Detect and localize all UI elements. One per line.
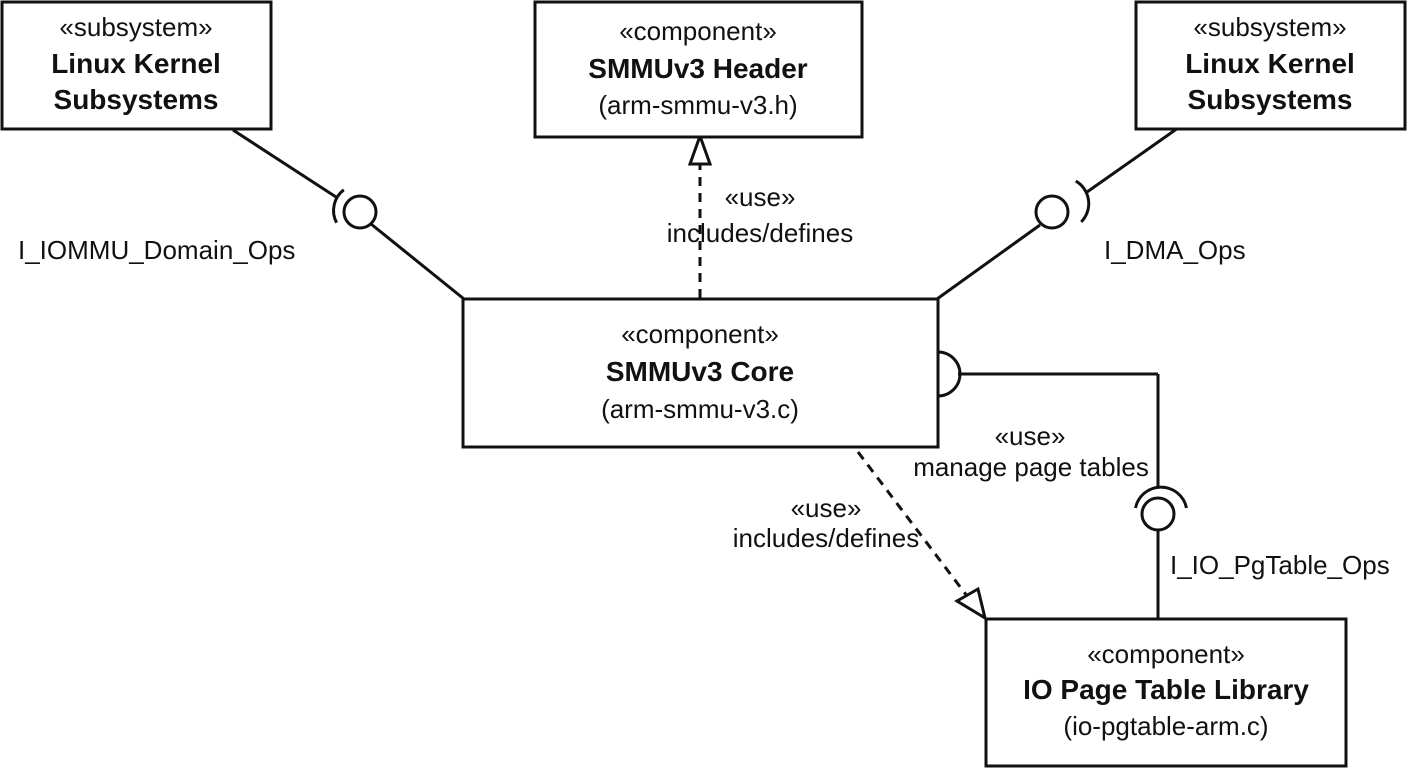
kernel-subsystems-left-box[interactable]: «subsystem» Linux Kernel Subsystems xyxy=(0,0,273,131)
component-name-line1: Linux Kernel xyxy=(51,48,221,79)
kernel-subsystems-right-box[interactable]: «subsystem» Linux Kernel Subsystems xyxy=(1134,0,1407,131)
stereotype-label: «subsystem» xyxy=(1193,12,1346,42)
interface-label-dma: I_DMA_Ops xyxy=(1104,235,1246,265)
dependency-stereotype: «use» xyxy=(725,182,796,212)
component-file: (arm-smmu-v3.h) xyxy=(598,90,797,120)
dependency-label: manage page tables xyxy=(913,452,1149,482)
component-name: IO Page Table Library xyxy=(1023,674,1309,705)
io-pgtable-ops-connector xyxy=(937,350,1188,618)
dependency-label: includes/defines xyxy=(733,523,919,553)
component-name-line1: Linux Kernel xyxy=(1185,48,1355,79)
dependency-core-to-header xyxy=(687,131,713,298)
dependency-stereotype: «use» xyxy=(995,421,1066,451)
component-name: SMMUv3 Header xyxy=(588,53,808,84)
dependency-label: includes/defines xyxy=(667,218,853,248)
io-page-table-library-box[interactable]: «component» IO Page Table Library (io-pg… xyxy=(984,617,1348,768)
component-name-line2: Subsystems xyxy=(54,84,219,115)
stereotype-label: «subsystem» xyxy=(59,12,212,42)
stereotype-label: «component» xyxy=(619,16,777,46)
stereotype-label: «component» xyxy=(1087,639,1245,669)
component-file: (arm-smmu-v3.c) xyxy=(601,394,799,424)
interface-label-iommu-domain: I_IOMMU_Domain_Ops xyxy=(18,235,295,265)
interface-label-io-pgtable: I_IO_PgTable_Ops xyxy=(1170,550,1390,580)
component-file: (io-pgtable-arm.c) xyxy=(1063,711,1268,741)
stereotype-label: «component» xyxy=(621,319,779,349)
dependency-stereotype: «use» xyxy=(791,493,862,523)
smmuv3-header-box[interactable]: «component» SMMUv3 Header (arm-smmu-v3.h… xyxy=(533,0,864,139)
smmuv3-core-box[interactable]: «component» SMMUv3 Core (arm-smmu-v3.c) xyxy=(461,297,940,449)
iommu-domain-ops-connector xyxy=(232,128,465,301)
component-name: SMMUv3 Core xyxy=(606,356,794,387)
dma-ops-connector xyxy=(936,126,1179,301)
component-name-line2: Subsystems xyxy=(1188,84,1353,115)
dependency-core-to-pgtable xyxy=(856,451,988,622)
